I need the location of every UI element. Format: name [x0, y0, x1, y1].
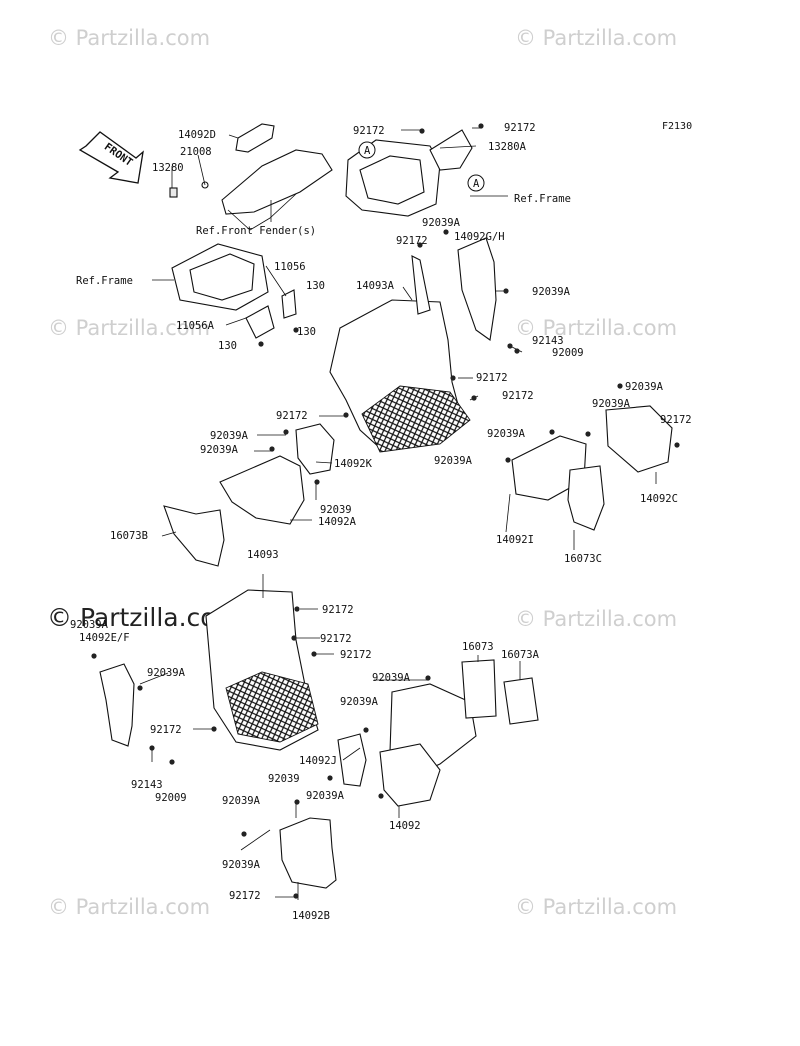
part-label: 92039A [200, 444, 239, 456]
part-label: 92039A [222, 859, 261, 871]
part-labels: 14092D 21008 13280 Ref.Front Fender(s) 9… [70, 122, 692, 922]
figure-code: F2130 [662, 121, 692, 132]
part-label: 92009 [155, 792, 187, 804]
watermark-layer: © Partzilla.com © Partzilla.com © Partzi… [47, 26, 677, 919]
floorboard-lower [205, 589, 319, 751]
watermark: © Partzilla.com [515, 607, 677, 631]
part-label: 92172 [229, 890, 261, 902]
part-label: 92172 [322, 604, 354, 616]
part-label: 11056A [176, 320, 215, 332]
part-label: 92039A [306, 790, 345, 802]
frame-bracket [345, 129, 485, 217]
side-cover-a [163, 423, 335, 567]
part-label: 92172 [276, 410, 308, 422]
part-label: 130 [306, 280, 325, 292]
part-label: 14093A [356, 280, 395, 292]
part-label: Ref.Frame [514, 193, 571, 205]
part-label: 14092E/F [79, 632, 130, 644]
part-label: 14092J [299, 755, 337, 767]
side-cover-gh [457, 237, 497, 341]
part-label: 21008 [180, 146, 212, 158]
part-label: 92039A [434, 455, 473, 467]
part-label: 130 [297, 326, 316, 338]
part-label: 92172 [150, 724, 182, 736]
part-label: 92172 [353, 125, 385, 137]
part-label: 14092A [318, 516, 357, 528]
part-label: 14093 [247, 549, 279, 561]
part-label: 92039 [320, 504, 352, 516]
floorboard-upper [329, 255, 471, 453]
part-label: Ref.Front Fender(s) [196, 225, 316, 237]
part-label: 92039 [268, 773, 300, 785]
part-label: 92143 [532, 335, 564, 347]
watermark: © Partzilla.com [48, 895, 210, 919]
part-label: 11056 [274, 261, 306, 273]
part-label: 92039A [592, 398, 631, 410]
part-label: 14092G/H [454, 231, 505, 243]
part-label: 92039A [222, 795, 261, 807]
part-label: 14092K [334, 458, 373, 470]
part-label: 14092 [389, 820, 421, 832]
side-cover-ef [99, 663, 135, 747]
part-label: 92172 [320, 633, 352, 645]
part-label: 92172 [660, 414, 692, 426]
part-label: A [473, 178, 480, 190]
part-label: 92039A [487, 428, 526, 440]
side-cover-lower-right [337, 659, 539, 807]
part-label: 92039A [340, 696, 379, 708]
part-label: 92039A [70, 619, 109, 631]
part-label: 92039A [625, 381, 664, 393]
watermark: © Partzilla.com [515, 26, 677, 50]
part-label: 92039A [532, 286, 571, 298]
part-label: 14092C [640, 493, 678, 505]
fasteners [91, 123, 680, 899]
part-label: Ref.Frame [76, 275, 133, 287]
part-label: 92039A [147, 667, 186, 679]
part-label: 16073B [110, 530, 148, 542]
bottom-cover [279, 817, 337, 889]
part-label: 13280 [152, 162, 184, 174]
part-label: 130 [218, 340, 237, 352]
part-label: 92009 [552, 347, 584, 359]
part-label: 14092I [496, 534, 534, 546]
part-label: 14092D [178, 129, 216, 141]
part-label: 92172 [504, 122, 536, 134]
watermark: © Partzilla.com [48, 26, 210, 50]
watermark: © Partzilla.com [515, 895, 677, 919]
part-label: 16073 [462, 641, 494, 653]
front-fender-cover [169, 123, 333, 231]
part-label: 92143 [131, 779, 163, 791]
part-label: 16073C [564, 553, 602, 565]
part-label: 92172 [340, 649, 372, 661]
part-label: A [364, 145, 371, 157]
part-label: 92172 [502, 390, 534, 402]
side-cover-right [511, 405, 673, 531]
part-label: 92039A [422, 217, 461, 229]
part-label: 92172 [396, 235, 428, 247]
part-label: 92039A [210, 430, 249, 442]
part-label: 14092B [292, 910, 330, 922]
part-label: 16073A [501, 649, 540, 661]
part-label: 92172 [476, 372, 508, 384]
frame-mount [171, 243, 297, 339]
watermark: © Partzilla.com [515, 316, 677, 340]
part-label: 92039A [372, 672, 411, 684]
front-arrow-icon: FRONT [78, 131, 144, 184]
watermark: © Partzilla.com [48, 316, 210, 340]
part-label: 13280A [488, 141, 527, 153]
